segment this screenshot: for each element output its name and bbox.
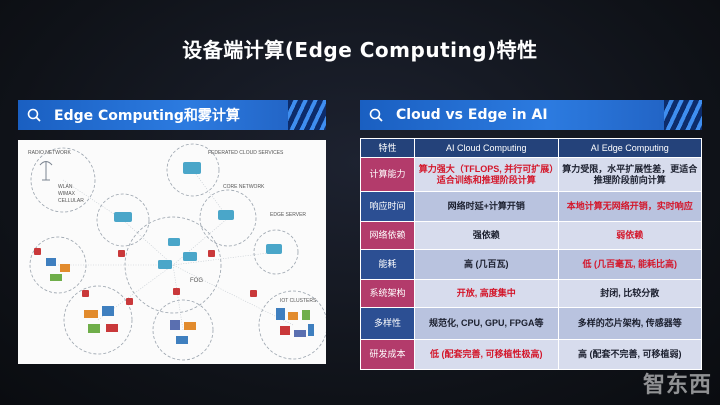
iot-cluster-circle (258, 290, 326, 360)
table-row: 能耗 高 (几百瓦) 低 (几百毫瓦, 能耗比高) (360, 249, 702, 280)
cloud-cell: 开放, 高度集中 (414, 279, 559, 308)
table-row: 网络依赖 强依赖 弱依赖 (360, 221, 702, 250)
wimax-label: WIMAX (58, 191, 76, 197)
cloud-cell: 网络时延+计算开销 (414, 191, 559, 222)
wlan-label: WLAN (58, 184, 73, 190)
feature-cell: 系统架构 (360, 279, 415, 308)
federated-label: FEDERATED CLOUD SERVICES (208, 150, 284, 156)
vehicle-cluster-circle (63, 285, 133, 355)
cloud-vs-edge-banner: Cloud vs Edge in AI (360, 100, 702, 130)
radio-network-circle (30, 147, 96, 213)
cloud-vs-edge-table: 特性 AI Cloud Computing AI Edge Computing … (360, 138, 702, 370)
feature-cell: 计算能力 (360, 157, 415, 192)
feature-cell: 研发成本 (360, 339, 415, 370)
fog-circle (124, 216, 222, 314)
table-row: 系统架构 开放, 高度集中 封闭, 比较分散 (360, 279, 702, 308)
core-network-label: CORE NETWORK (223, 184, 265, 190)
edge-cell: 高 (配套不完善, 可移植弱) (557, 339, 702, 370)
magnifier-icon (27, 108, 41, 122)
fog-label: FOG (190, 278, 203, 284)
radio-network-label: RADIO NETWORK (28, 150, 71, 156)
edge-cell: 封闭, 比较分散 (557, 279, 702, 308)
table-header-row: 特性 AI Cloud Computing AI Edge Computing (360, 138, 702, 158)
core-network-circle (199, 189, 257, 247)
feature-cell: 能耗 (360, 249, 415, 280)
banner-label: Cloud vs Edge in AI (396, 107, 548, 123)
edge-cell: 本地计算无网络开销，实时响应 (557, 191, 702, 222)
iot-cluster-label: IOT CLUSTERS (280, 298, 317, 304)
network-diagram-svg: RADIO NETWORK WLAN WIMAX CELLULAR FEDERA… (28, 143, 326, 361)
cloud-cell: 强依赖 (414, 221, 559, 250)
edge-cell: 低 (几百毫瓦, 能耗比高) (557, 249, 702, 280)
banner-label: Edge Computing和雾计算 (54, 108, 240, 124)
header-cloud: AI Cloud Computing (414, 138, 559, 158)
header-feature: 特性 (360, 138, 415, 158)
table-row: 响应时间 网络时延+计算开销 本地计算无网络开销，实时响应 (360, 191, 702, 222)
feature-cell: 网络依赖 (360, 221, 415, 250)
slide-title: 设备端计算(Edge Computing)特性 (182, 38, 538, 62)
cloud-cell: 高 (几百瓦) (414, 249, 559, 280)
header-edge: AI Edge Computing (557, 138, 702, 158)
edge-server-label: EDGE SERVER (270, 212, 306, 218)
cellular-label: CELLULAR (58, 198, 84, 204)
bottom-cluster-circle (152, 299, 214, 361)
feature-cell: 多样性 (360, 307, 415, 340)
edge-server-circle (253, 229, 299, 275)
edge-cell: 多样的芯片架构, 传感器等 (557, 307, 702, 340)
federated-cloud-circle (166, 143, 220, 197)
feature-cell: 响应时间 (360, 191, 415, 222)
edge-cluster-circle (96, 193, 150, 247)
table-row: 研发成本 低 (配套完善, 可移植性极高) 高 (配套不完善, 可移植弱) (360, 339, 702, 370)
watermark-logo: 智东西 (642, 373, 712, 398)
cloud-cell: 算力强大（TFLOPS, 并行可扩展）适合训练和推理阶段计算 (414, 157, 559, 192)
edge-fog-banner: Edge Computing和雾计算 (18, 100, 326, 130)
magnifier-icon (369, 108, 383, 122)
edge-cell: 算力受限，水平扩展性差，更适合推理阶段前向计算 (557, 157, 702, 192)
cloud-cell: 规范化, CPU, GPU, FPGA等 (414, 307, 559, 340)
edge-fog-diagram: RADIO NETWORK WLAN WIMAX CELLULAR FEDERA… (18, 140, 326, 364)
table-row: 多样性 规范化, CPU, GPU, FPGA等 多样的芯片架构, 传感器等 (360, 307, 702, 340)
edge-cell: 弱依赖 (557, 221, 702, 250)
table-row: 计算能力 算力强大（TFLOPS, 并行可扩展）适合训练和推理阶段计算 算力受限… (360, 157, 702, 192)
cloud-cell: 低 (配套完善, 可移植性极高) (414, 339, 559, 370)
